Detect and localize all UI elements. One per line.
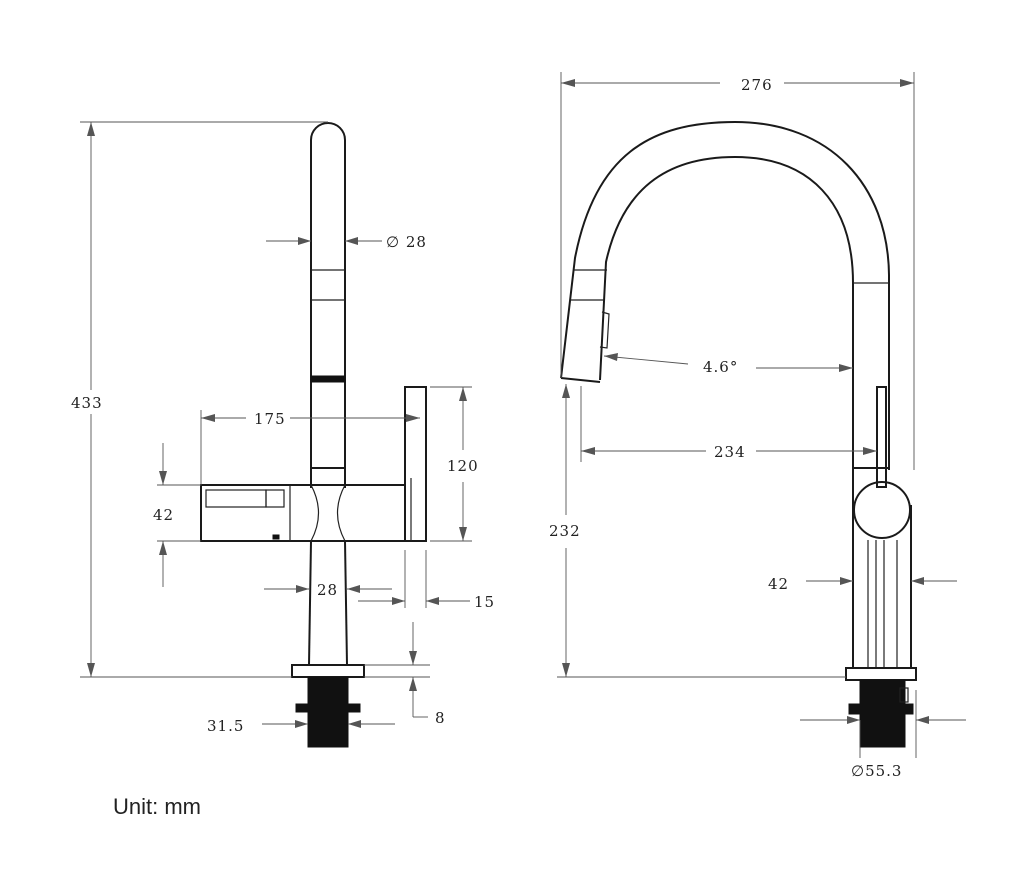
front-lever: [404, 386, 427, 542]
dim-spout-diameter: ∅ 28: [386, 233, 427, 251]
spray-head: [560, 377, 601, 383]
dim-spout-tilt-angle: 4.6°: [703, 358, 738, 376]
dim-outlet-height: 232: [549, 522, 581, 540]
front-view: [200, 122, 427, 748]
spout-collar: [310, 375, 346, 383]
dim-spout-reach: 234: [714, 443, 746, 461]
front-view-dimensions: [80, 121, 472, 728]
dim-base-diameter: ∅55.3: [851, 762, 902, 780]
side-base-plate: [845, 667, 917, 681]
front-base-plate: [291, 664, 365, 678]
dim-handle-height: 120: [447, 457, 479, 475]
unit-label: Unit: mm: [113, 794, 201, 819]
front-body: [200, 484, 406, 542]
dim-overall-height: 433: [71, 394, 103, 412]
front-spout-tube: [310, 122, 346, 488]
side-spout-inner: [599, 155, 854, 470]
dim-shank-diameter: 31.5: [207, 717, 244, 735]
dim-overall-width: 276: [741, 76, 773, 94]
side-body: [852, 467, 912, 668]
dim-lever-thickness: 15: [474, 593, 495, 611]
dim-body-diameter: 42: [768, 575, 789, 593]
dim-column-width: 28: [317, 581, 338, 599]
dim-base-plate-thickness: 8: [435, 709, 446, 727]
side-lever-hub: [853, 481, 911, 539]
side-lever: [876, 386, 887, 488]
side-view: [560, 120, 917, 748]
side-view-dimensions: [557, 72, 966, 758]
dim-handle-reach: 175: [254, 410, 286, 428]
side-spout-outer: [560, 120, 890, 470]
dim-body-height: 42: [153, 506, 174, 524]
